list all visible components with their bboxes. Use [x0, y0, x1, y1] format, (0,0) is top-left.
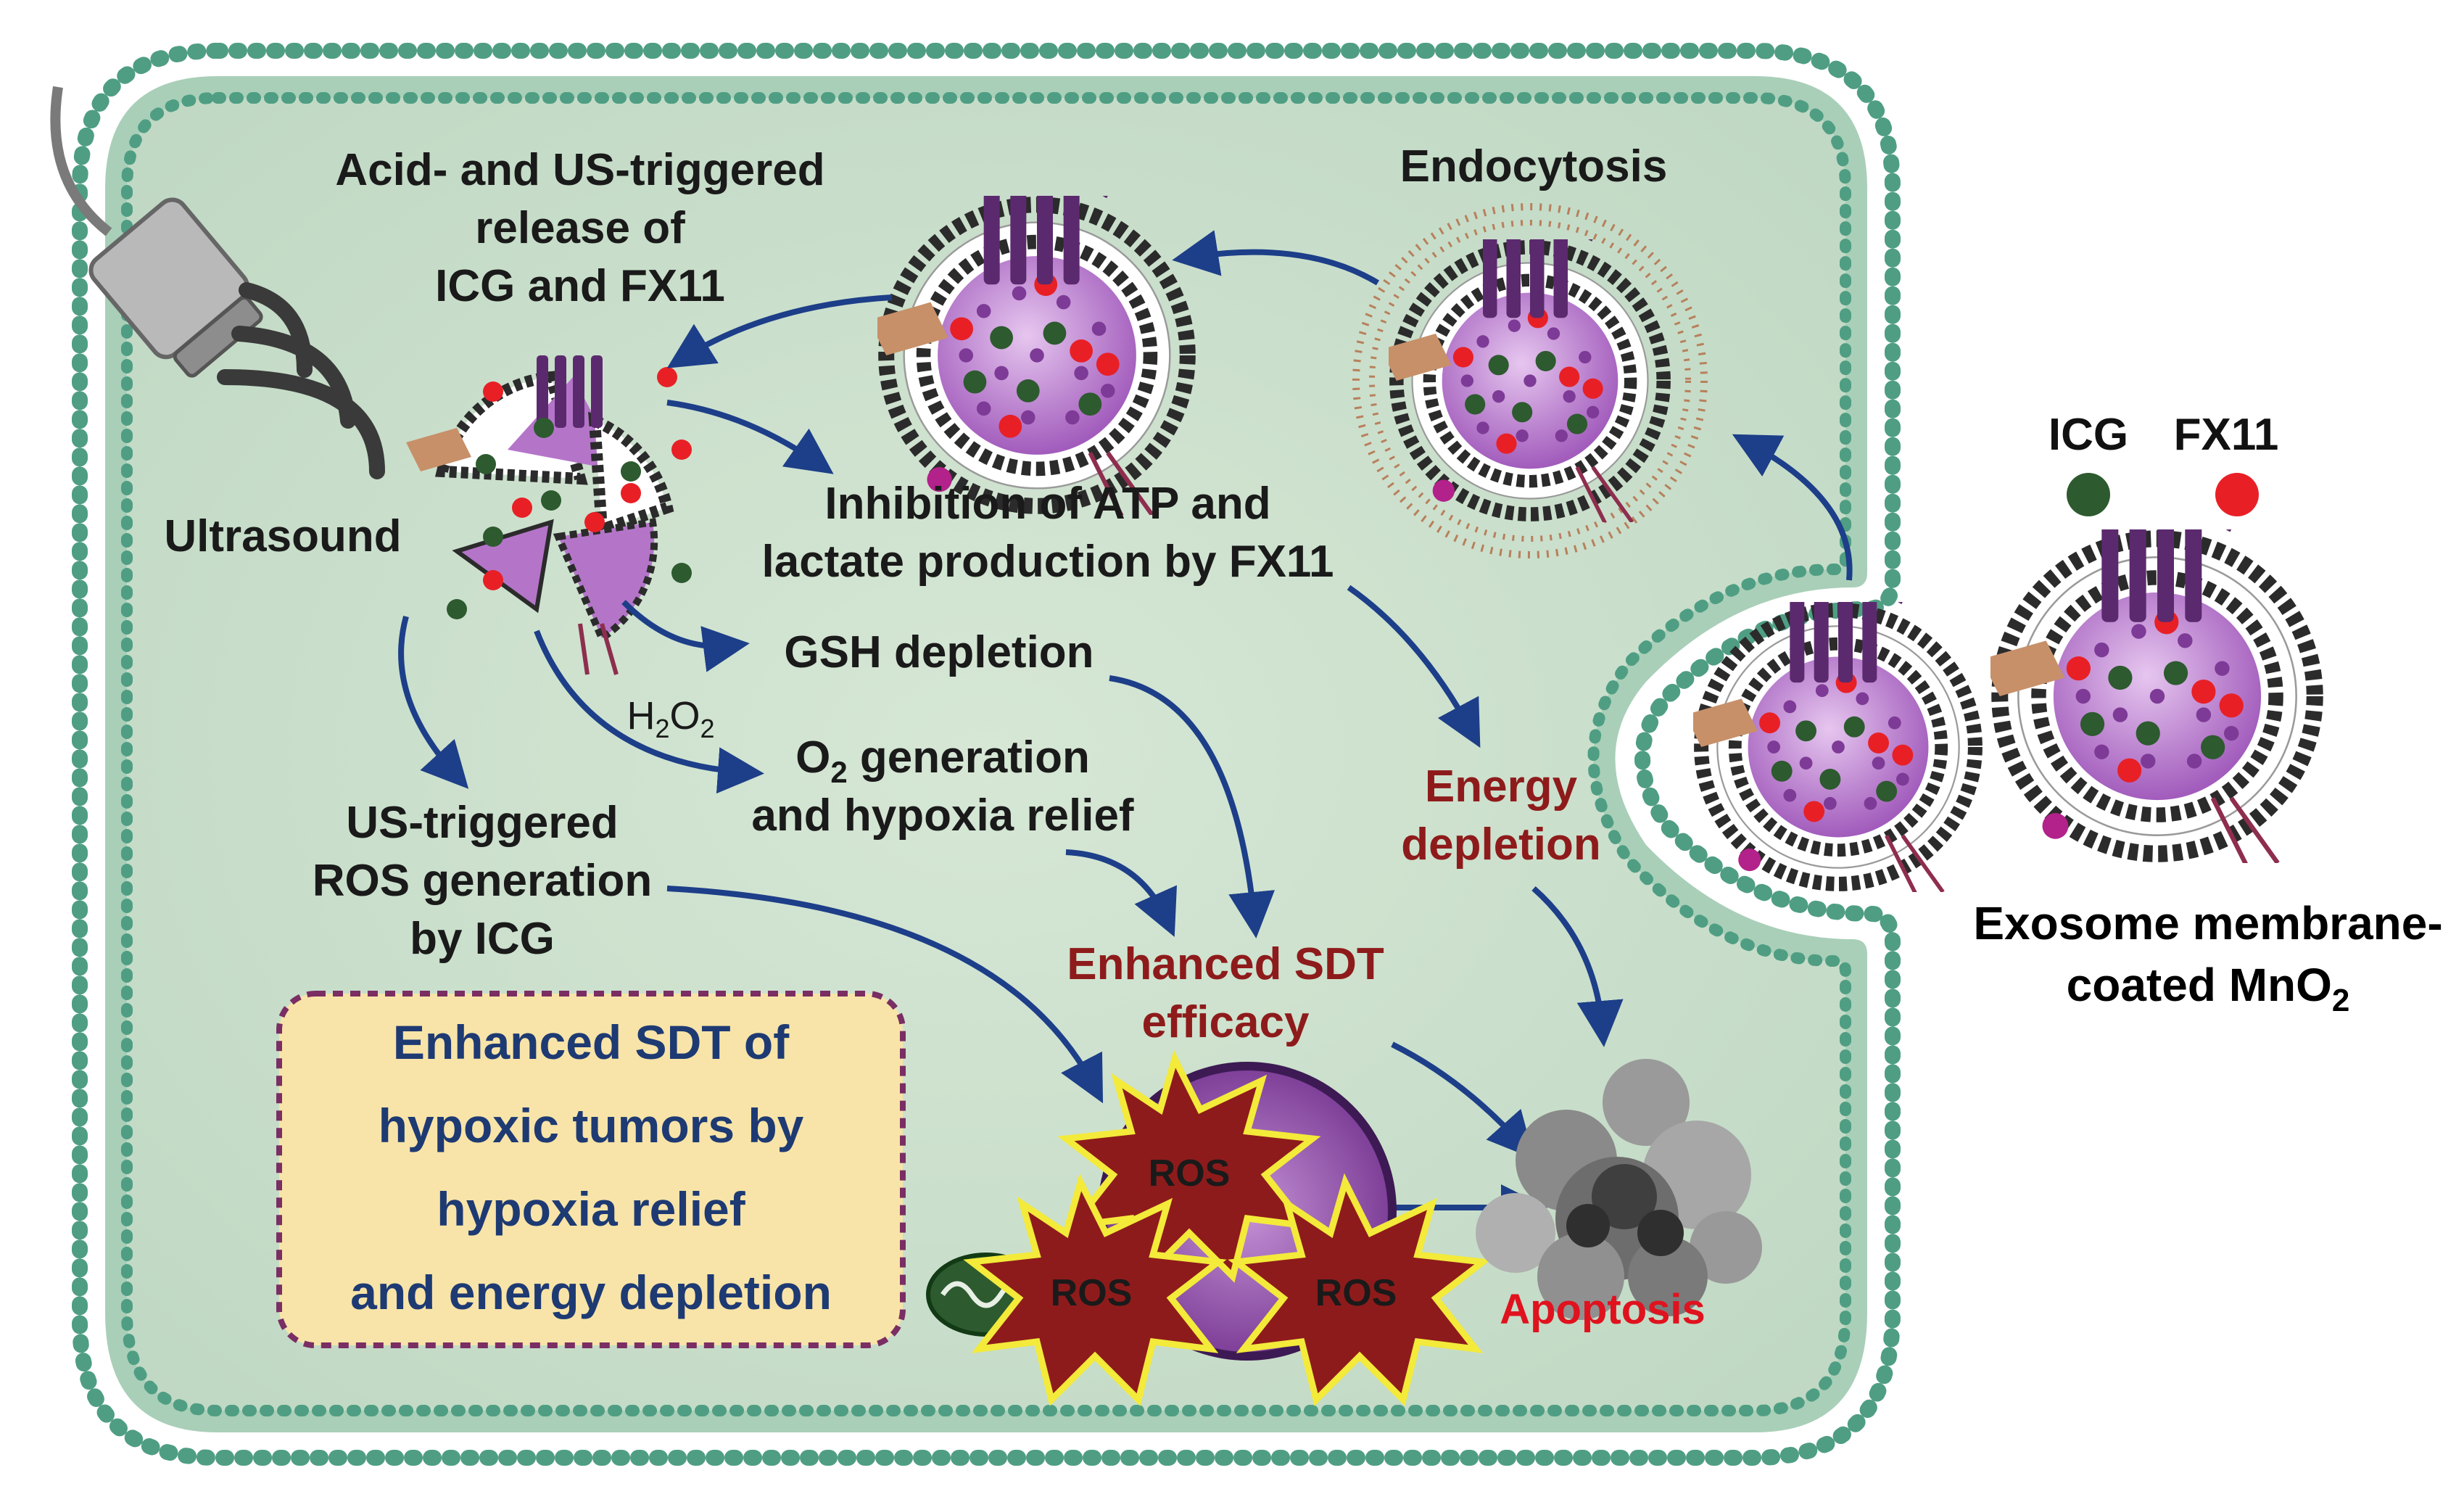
acid-release-line-2: release of	[475, 203, 685, 253]
us-ros-line-2: ROS generation	[313, 856, 653, 906]
us-ros-line-1: US-triggered	[346, 798, 618, 848]
summary-line-1: Enhanced SDT of	[393, 1015, 790, 1069]
ros-star-3: ROS	[1228, 1173, 1492, 1406]
apoptosis-label: Apoptosis	[1500, 1286, 1706, 1333]
legend: ICG FX11	[2048, 410, 2279, 516]
energy-depletion-line-2: depletion	[1401, 820, 1601, 870]
summary-box: Enhanced SDT of hypoxic tumors by hypoxi…	[276, 991, 906, 1348]
exosome-caption-line-1: Exosome membrane-	[1973, 897, 2442, 949]
ros-label-2: ROS	[1051, 1272, 1133, 1314]
pathway-arrows	[398, 230, 1853, 1231]
apoptotic-cell-icon	[1476, 1059, 1762, 1320]
ros-star-1: ROS	[1057, 1049, 1321, 1283]
hypoxia-relief-label: and hypoxia relief	[751, 791, 1134, 841]
h2o2-label: H2O2	[627, 694, 714, 743]
inhibition-line-1: Inhibition of ATP and	[824, 479, 1270, 529]
ultrasound-label: Ultrasound	[164, 511, 401, 561]
summary-line-2: hypoxic tumors by	[379, 1099, 804, 1152]
acid-release-line-1: Acid- and US-triggered	[335, 145, 824, 195]
summary-line-3: hypoxia relief	[437, 1182, 746, 1236]
enhanced-sdt-line-2: efficacy	[1142, 997, 1310, 1047]
acid-release-line-3: ICG and FX11	[435, 261, 725, 311]
ros-label-3: ROS	[1315, 1272, 1397, 1314]
gsh-depletion-label: GSH depletion	[784, 627, 1093, 677]
disrupted-nanoparticle	[406, 355, 692, 675]
summary-line-4: and energy depletion	[350, 1266, 832, 1319]
o2-generation-label: O2 generation	[795, 733, 1090, 789]
endosome	[1352, 203, 1708, 558]
legend-icg-dot	[2067, 473, 2110, 516]
ultrasound-probe-icon	[50, 86, 385, 479]
us-ros-line-3: by ICG	[410, 914, 555, 964]
energy-depletion-line-1: Energy	[1425, 762, 1578, 812]
ros-label-1: ROS	[1149, 1152, 1231, 1194]
legend-fx11-dot	[2215, 473, 2259, 516]
endocytosis-label: Endocytosis	[1400, 141, 1668, 191]
inhibition-line-2: lactate production by FX11	[762, 537, 1334, 587]
enhanced-sdt-line-1: Enhanced SDT	[1067, 939, 1384, 989]
legend-icg-label: ICG	[2048, 410, 2128, 460]
exosome-caption-line-2: coated MnO2	[2067, 959, 2350, 1018]
entering-nanoparticle	[1685, 571, 1975, 900]
legend-fx11-label: FX11	[2174, 410, 2279, 460]
legend-nanoparticle	[1981, 494, 2315, 872]
ros-star-2: ROS	[963, 1173, 1227, 1406]
